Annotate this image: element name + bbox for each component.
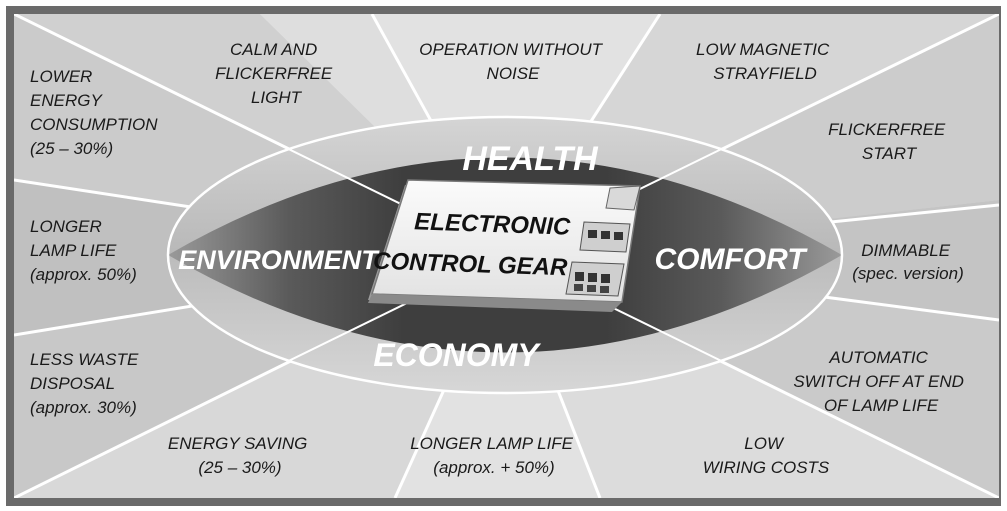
benefit-longer-lamp-life-bottom: LONGER LAMP LIFE (approx. + 50%) xyxy=(410,434,578,477)
benefit-operation-without-noise: OPERATION WITHOUT NOISE xyxy=(419,40,607,83)
ring-label-comfort: COMFORT xyxy=(654,243,808,276)
terminal-block-upper xyxy=(579,221,631,253)
benefit-flickerfree-start: FLICKERFREE START xyxy=(828,120,950,163)
benefit-low-wiring-costs: LOW WIRING COSTS xyxy=(703,434,830,477)
benefit-automatic-switch-off: AUTOMATIC SWITCH OFF AT END OF LAMP LIFE xyxy=(793,348,968,415)
terminal-block-lower xyxy=(565,261,625,297)
ring-label-economy: ECONOMY xyxy=(373,337,541,373)
benefit-lower-energy-consumption: LOWER ENERGY CONSUMPTION (25 – 30%) xyxy=(30,67,162,158)
ring-label-health: HEALTH xyxy=(462,140,599,178)
benefit-longer-lamp-life-left: LONGER LAMP LIFE (approx. 50%) xyxy=(30,217,137,284)
benefit-energy-saving: ENERGY SAVING (25 – 30%) xyxy=(168,434,312,477)
benefit-low-magnetic-strayfield: LOW MAGNETIC STRAYFIELD xyxy=(696,40,834,83)
benefit-dimmable: DIMMABLE (spec. version) xyxy=(852,241,963,283)
control-gear-device: ELECTRONIC CONTROL GEAR xyxy=(368,179,641,312)
benefit-calm-flickerfree-light: CALM AND FLICKERFREE LIGHT xyxy=(215,40,337,107)
ring-label-environment: ENVIRONMENT xyxy=(178,245,380,275)
benefit-less-waste-disposal: LESS WASTE DISPOSAL (approx. 30%) xyxy=(30,350,143,417)
device-label-line1: ELECTRONIC xyxy=(414,208,572,240)
